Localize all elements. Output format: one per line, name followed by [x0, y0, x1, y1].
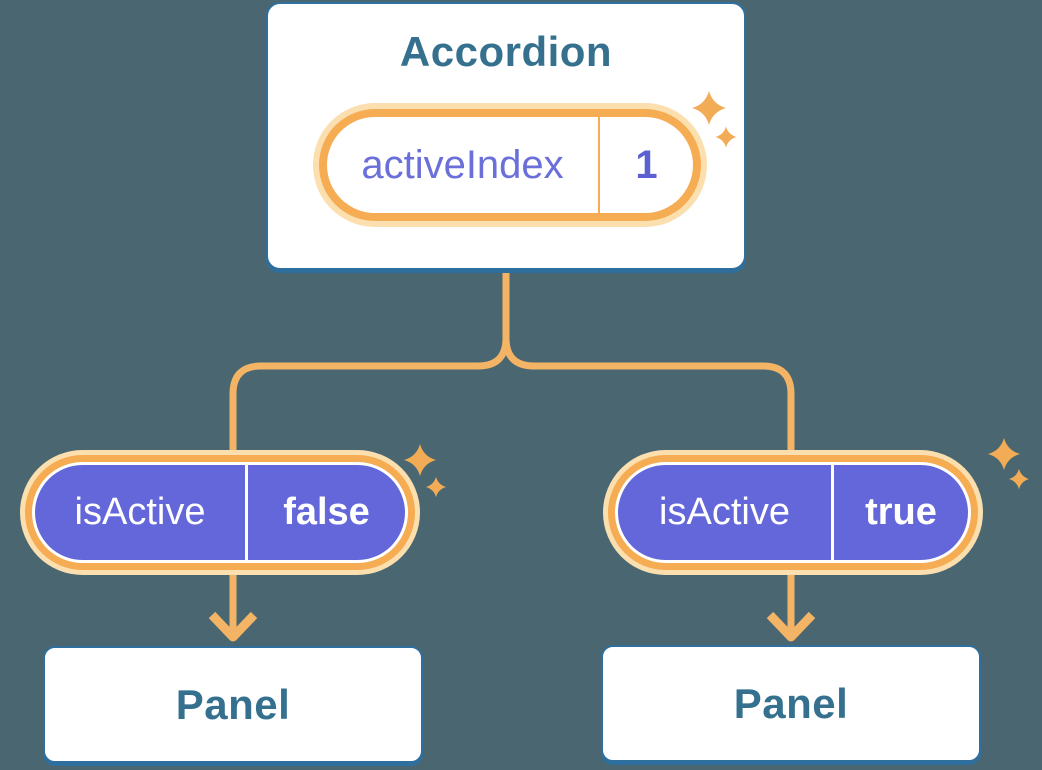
- sparkle-icon: [988, 438, 1030, 490]
- prop-pill-core: isActive false: [35, 465, 405, 560]
- state-pill-core: activeIndex 1: [327, 117, 693, 213]
- connector-branch-right: [502, 258, 795, 468]
- prop-value: true: [865, 491, 937, 533]
- arrow-down-icon-left: [208, 566, 258, 642]
- state-value: 1: [635, 142, 658, 187]
- pill-divider: [245, 465, 248, 560]
- panel-title: Panel: [733, 679, 849, 727]
- pill-divider: [831, 465, 834, 560]
- sparkle-icon: [404, 444, 447, 498]
- prop-pill-core: isActive true: [618, 465, 968, 560]
- state-pill-ring: activeIndex 1: [319, 109, 701, 221]
- accordion-title: Accordion: [399, 28, 613, 75]
- arrow-down-icon-right: [766, 566, 816, 642]
- state-name-label: activeIndex: [361, 142, 564, 187]
- state-pill-activeindex: activeIndex 1: [313, 103, 707, 227]
- prop-pill-outline: isActive false: [32, 462, 408, 563]
- panel-box-left: Panel: [43, 646, 423, 763]
- panel-title: Panel: [175, 680, 291, 728]
- accordion-component-box: Accordion activeIndex 1: [266, 2, 746, 270]
- prop-pill-isactive-true: isActive true: [603, 450, 983, 575]
- prop-name-label: isActive: [74, 491, 206, 533]
- prop-name-label: isActive: [659, 491, 790, 533]
- sparkle-icon: [692, 91, 737, 148]
- prop-pill-ring: isActive false: [25, 455, 415, 570]
- panel-box-right: Panel: [601, 645, 981, 762]
- pill-divider: [598, 117, 600, 213]
- prop-pill-isactive-false: isActive false: [20, 450, 420, 575]
- connector-branch-left: [229, 258, 510, 468]
- prop-value: false: [283, 491, 370, 533]
- prop-pill-ring: isActive true: [608, 455, 978, 570]
- prop-pill-outline: isActive true: [615, 462, 971, 563]
